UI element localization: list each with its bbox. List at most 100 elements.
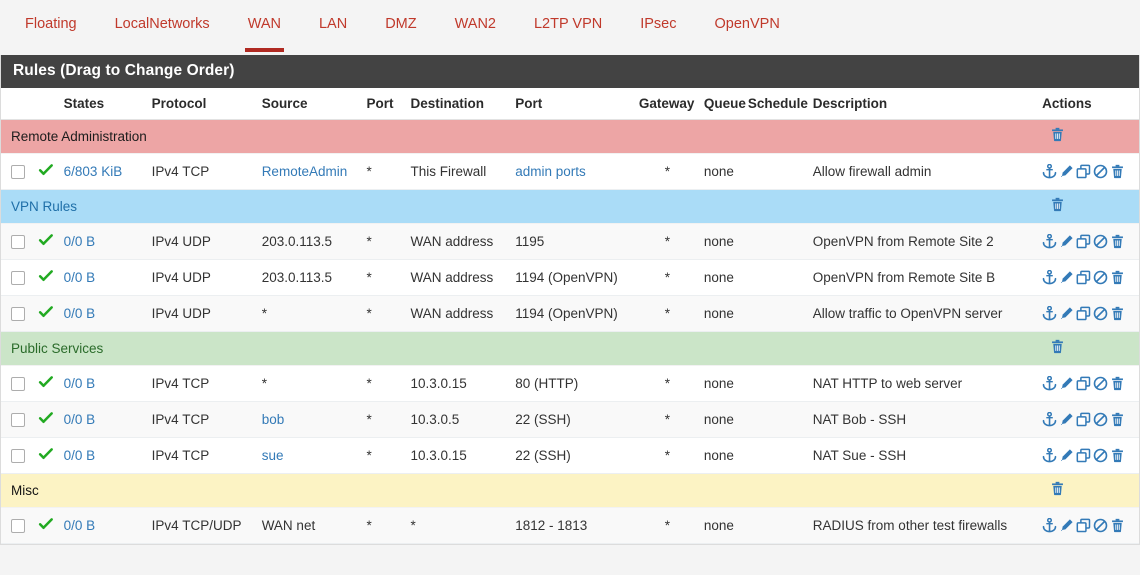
rule-states-text[interactable]: 0/0 B [63,448,96,463]
anchor-icon[interactable] [1042,164,1057,179]
rule-states[interactable]: 0/0 B [60,224,148,260]
anchor-icon[interactable] [1042,412,1057,427]
copy-icon[interactable] [1076,270,1091,285]
rule-states[interactable]: 0/0 B [60,366,148,402]
rule-dest-port-text[interactable]: admin ports [515,164,586,179]
pencil-icon[interactable] [1059,306,1074,321]
anchor-icon[interactable] [1042,448,1057,463]
tab-wan2[interactable]: WAN2 [436,0,515,34]
tab-lan[interactable]: LAN [300,0,366,34]
pencil-icon[interactable] [1059,234,1074,249]
rule-states-text[interactable]: 6/803 KiB [63,164,123,179]
trash-icon[interactable] [1110,376,1125,391]
rule-states-text[interactable]: 0/0 B [63,270,96,285]
tab-l2tp-vpn[interactable]: L2TP VPN [515,0,621,34]
rule-states[interactable]: 0/0 B [60,296,148,332]
rule-states[interactable]: 0/0 B [60,508,148,544]
anchor-icon[interactable] [1042,234,1057,249]
rule-states[interactable]: 0/0 B [60,402,148,438]
ban-icon[interactable] [1093,412,1108,427]
rule-source[interactable]: RemoteAdmin [258,154,363,190]
pencil-icon[interactable] [1059,412,1074,427]
trash-icon[interactable] [1050,339,1065,354]
rule-states-text[interactable]: 0/0 B [63,412,96,427]
rule-dest-port[interactable]: admin ports [511,154,635,190]
copy-icon[interactable] [1076,164,1091,179]
copy-icon[interactable] [1076,306,1091,321]
tab-floating[interactable]: Floating [6,0,96,34]
ban-icon[interactable] [1093,448,1108,463]
separator-row[interactable]: Remote Administration [1,119,1139,154]
checkbox-icon[interactable] [11,519,25,534]
trash-icon[interactable] [1110,164,1125,179]
checkbox-icon[interactable] [11,377,25,392]
rule-source-text[interactable]: RemoteAdmin [261,164,348,179]
rule-source[interactable]: sue [258,438,363,474]
checkbox-icon[interactable] [11,271,25,286]
anchor-icon[interactable] [1042,518,1057,533]
ban-icon[interactable] [1093,306,1108,321]
trash-icon[interactable] [1110,518,1125,533]
rule-states-text[interactable]: 0/0 B [63,306,96,321]
pencil-icon[interactable] [1059,164,1074,179]
ban-icon[interactable] [1093,270,1108,285]
check-icon[interactable] [38,304,54,323]
pencil-icon[interactable] [1059,270,1074,285]
trash-icon[interactable] [1050,127,1065,142]
anchor-icon[interactable] [1042,306,1057,321]
check-icon[interactable] [38,446,54,465]
trash-icon[interactable] [1110,270,1125,285]
pencil-icon[interactable] [1059,376,1074,391]
tab-openvpn[interactable]: OpenVPN [696,0,799,34]
check-icon[interactable] [38,268,54,287]
rule-states-text[interactable]: 0/0 B [63,234,96,249]
tab-dmz[interactable]: DMZ [366,0,435,34]
copy-icon[interactable] [1076,234,1091,249]
trash-icon[interactable] [1050,197,1065,212]
checkbox-icon[interactable] [11,307,25,322]
ban-icon[interactable] [1093,164,1108,179]
ban-icon[interactable] [1093,518,1108,533]
check-icon[interactable] [38,516,54,535]
separator-row[interactable]: Public Services [1,331,1139,366]
check-icon[interactable] [38,374,54,393]
anchor-icon[interactable] [1042,270,1057,285]
separator-row[interactable]: VPN Rules [1,189,1139,224]
copy-icon[interactable] [1076,376,1091,391]
anchor-icon[interactable] [1042,376,1057,391]
rule-source-text[interactable]: bob [261,412,285,427]
copy-icon[interactable] [1076,448,1091,463]
separator-row[interactable]: Misc [1,473,1139,508]
trash-icon[interactable] [1110,234,1125,249]
rule-states[interactable]: 0/0 B [60,438,148,474]
pencil-icon[interactable] [1059,518,1074,533]
tab-localnetworks[interactable]: LocalNetworks [96,0,229,34]
trash-icon[interactable] [1050,481,1065,496]
tab-ipsec[interactable]: IPsec [621,0,695,34]
pencil-icon[interactable] [1059,448,1074,463]
rule-source-text[interactable]: sue [261,448,284,463]
checkbox-icon[interactable] [11,449,25,464]
copy-icon[interactable] [1076,518,1091,533]
check-icon[interactable] [38,232,54,251]
check-icon[interactable] [38,162,54,181]
ban-icon[interactable] [1093,234,1108,249]
rule-states-text[interactable]: 0/0 B [63,518,96,533]
trash-icon[interactable] [1110,448,1125,463]
check-icon[interactable] [38,410,54,429]
copy-icon[interactable] [1076,412,1091,427]
rule-states-text[interactable]: 0/0 B [63,376,96,391]
checkbox-icon[interactable] [11,413,25,428]
rule-source[interactable]: bob [258,402,363,438]
trash-icon[interactable] [1110,412,1125,427]
rule-states[interactable]: 6/803 KiB [60,154,148,190]
checkbox-icon[interactable] [11,235,25,250]
